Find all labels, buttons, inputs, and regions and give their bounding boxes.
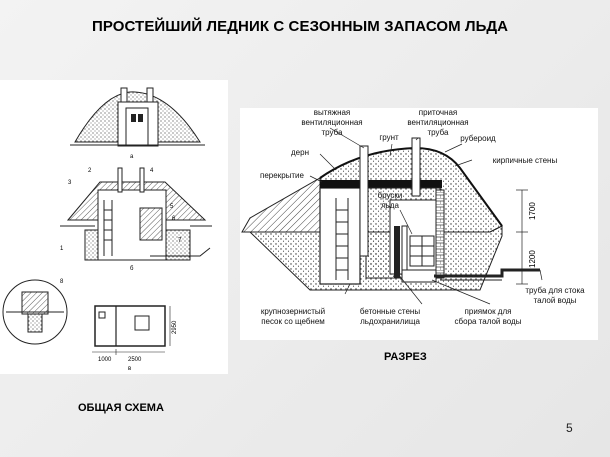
section-caption: РАЗРЕЗ (384, 351, 427, 363)
concrete-wall-left (394, 226, 400, 278)
dim-1200: 1200 (528, 250, 537, 268)
exhaust-pipe (359, 145, 369, 257)
label-turf: дерн (291, 148, 309, 157)
drain-pipe (434, 268, 540, 278)
label-exhaust-1: вытяжная (314, 108, 351, 117)
figure-v-label: в (128, 366, 131, 372)
label-7: 7 (178, 238, 182, 244)
brick-wall (435, 189, 445, 279)
label-supply-2: вентиляционная (407, 118, 468, 127)
dim-2500: 2500 (128, 357, 142, 363)
label-sump-2: сбора талой воды (455, 317, 522, 326)
water-sump (401, 269, 437, 283)
label-supply-1: приточная (419, 108, 457, 117)
supply-pipe (411, 137, 421, 197)
left-ground (241, 177, 321, 233)
label-ice-blocks-1: бруски (378, 191, 403, 200)
dim-1000: 1000 (98, 357, 112, 363)
label-gravel-2: песок со щебнем (261, 317, 325, 326)
label-ice-blocks-2: льда (381, 201, 400, 210)
label-roofing: рубероид (460, 134, 496, 143)
entrance-room (319, 187, 361, 285)
ice-blocks (409, 235, 435, 267)
figure-b-label: б (130, 266, 134, 272)
dim-2950: 2950 (172, 320, 178, 334)
label-soil: грунт (379, 133, 399, 142)
slide-title: ПРОСТЕЙШИЙ ЛЕДНИК С СЕЗОННЫМ ЗАПАСОМ ЛЬД… (91, 18, 509, 35)
label-gravel-1: крупнозернистый (261, 307, 325, 316)
figure-detail-circle: 8 (2, 279, 68, 345)
dimensions: 1700 1200 (516, 189, 537, 285)
label-supply-3: труба (428, 128, 450, 137)
general-scheme-drawing: а 3 2 4 5 6 7 1 б (2, 87, 212, 372)
label-5: 5 (170, 204, 174, 210)
label-2: 2 (88, 168, 92, 174)
label-concrete-2: льдохранилища (360, 317, 420, 326)
label-4: 4 (150, 168, 154, 174)
leader-lines (309, 127, 543, 305)
label-3: 3 (68, 180, 72, 186)
label-6: 6 (172, 216, 176, 222)
general-scheme-panel: а 3 2 4 5 6 7 1 б (0, 80, 228, 374)
dim-1700: 1700 (528, 202, 537, 220)
label-concrete-1: бетонные стены (360, 307, 420, 316)
figure-b-section: 3 2 4 5 6 7 1 б (60, 167, 212, 272)
label-brick-walls: кирпичные стены (493, 156, 558, 165)
figure-a-exterior: а (70, 87, 205, 160)
label-exhaust-3: труба (322, 128, 344, 137)
figure-v-plan: 1000 2500 2950 в (92, 305, 178, 372)
ladder (335, 198, 349, 280)
figure-a-label: а (130, 154, 134, 160)
label-exhaust-2: вентиляционная (301, 118, 362, 127)
section-drawing: 1700 1200 вытяжная вентиляционная труба … (241, 108, 585, 326)
section-panel: 1700 1200 вытяжная вентиляционная труба … (240, 108, 598, 340)
page-number: 5 (566, 421, 573, 435)
label-drain-pipe-1: труба для стока (525, 286, 585, 295)
label-drain-pipe-2: талой воды (534, 296, 577, 305)
roof-slab (320, 180, 442, 188)
general-scheme-caption: ОБЩАЯ СХЕМА (78, 402, 164, 414)
label-overlap: перекрытие (260, 171, 305, 180)
label-8: 8 (60, 279, 64, 285)
label-sump-1: приямок для (465, 307, 512, 316)
label-1: 1 (60, 246, 64, 252)
